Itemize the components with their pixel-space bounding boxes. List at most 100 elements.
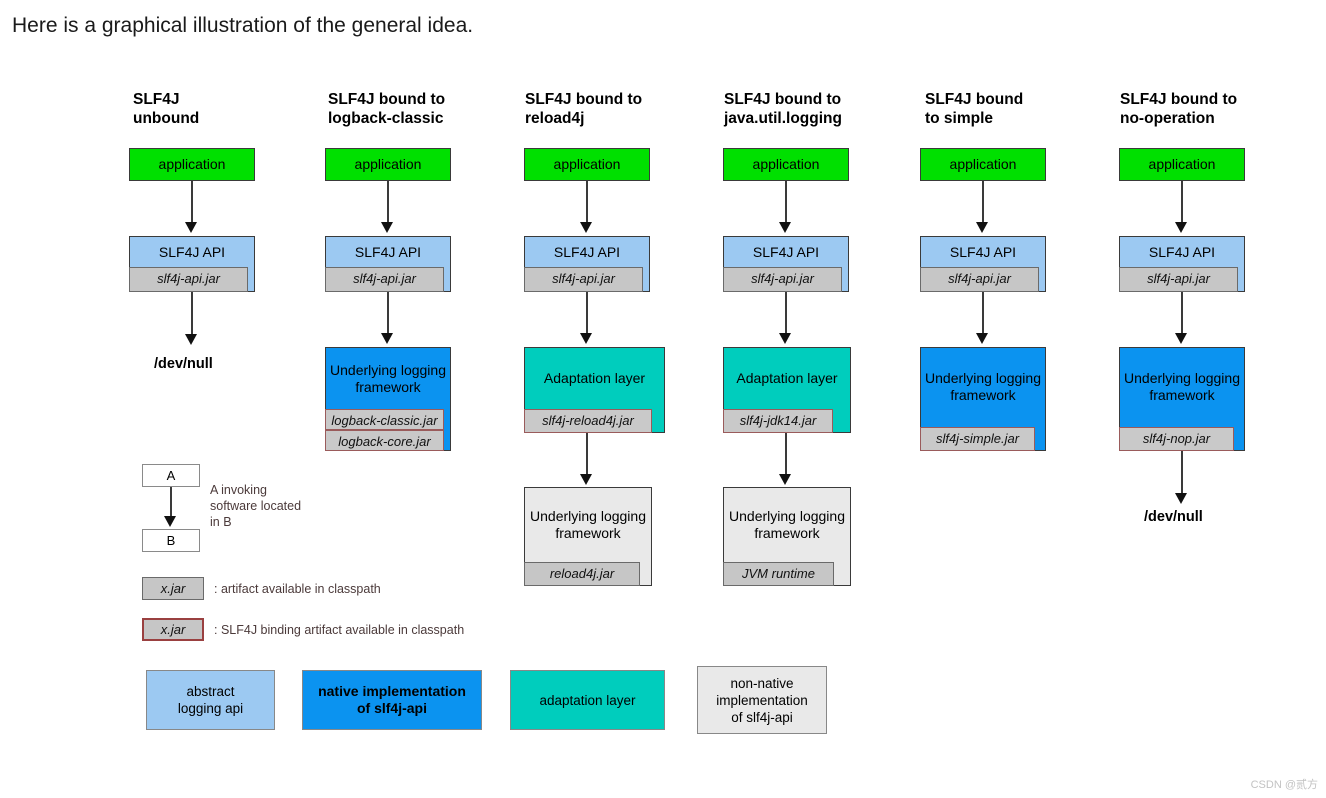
col1-api-box: SLF4J API slf4j-api.jar xyxy=(129,236,255,292)
col6-api-jar: slf4j-api.jar xyxy=(1119,267,1238,292)
col1-devnull-label: /dev/null xyxy=(154,356,213,372)
col4-application-box: application xyxy=(723,148,849,181)
col6-arrow-head-1 xyxy=(1175,222,1187,233)
col5-api-jar: slf4j-api.jar xyxy=(920,267,1039,292)
col3-arrow-line-2 xyxy=(586,292,588,336)
col2-impl-label: Underlying logging framework xyxy=(330,362,446,395)
legend-jar-sample: x.jar xyxy=(142,577,204,600)
col4-api-box: SLF4J API slf4j-api.jar xyxy=(723,236,849,292)
col4-under-box: Underlying logging framework JVM runtime xyxy=(723,487,851,586)
col2-api-jar: slf4j-api.jar xyxy=(325,267,444,292)
col2-api-box: SLF4J API slf4j-api.jar xyxy=(325,236,451,292)
legend-swatch-adaptation-layer-label: adaptation layer xyxy=(539,692,636,708)
col5-impl-label: Underlying logging framework xyxy=(925,370,1041,403)
col2-application-label: application xyxy=(354,156,422,172)
col4-application-label: application xyxy=(752,156,820,172)
intro-text: Here is a graphical illustration of the … xyxy=(12,14,474,37)
col1-arrow-head-1 xyxy=(185,222,197,233)
col4-arrow-line-2 xyxy=(785,292,787,336)
col4-arrow-line-3 xyxy=(785,433,787,477)
col3-adaptation-label: Adaptation layer xyxy=(543,369,646,386)
col3-arrow-head-2 xyxy=(580,333,592,344)
col4-adaptation-box: Adaptation layer slf4j-jdk14.jar xyxy=(723,347,851,433)
col1-application-label: application xyxy=(158,156,226,172)
col4-under-label: Underlying logging framework xyxy=(729,507,845,541)
col3-arrow-head-3 xyxy=(580,474,592,485)
col2-application-box: application xyxy=(325,148,451,181)
col1-arrow-line-1 xyxy=(191,181,193,225)
col6-arrow-line-1 xyxy=(1181,181,1183,225)
col6-impl-box: Underlying logging framework slf4j-nop.j… xyxy=(1119,347,1245,451)
col6-arrow-line-3 xyxy=(1181,451,1183,497)
col3-adaptation-jar: slf4j-reload4j.jar xyxy=(524,409,652,433)
legend-binding-jar-sample-label: x.jar xyxy=(160,622,186,637)
col3-api-jar: slf4j-api.jar xyxy=(524,267,643,292)
col5-impl-box: Underlying logging framework slf4j-simpl… xyxy=(920,347,1046,451)
col3-adaptation-box: Adaptation layer slf4j-reload4j.jar xyxy=(524,347,665,433)
col3-arrow-line-3 xyxy=(586,433,588,477)
col3-arrow-line-1 xyxy=(586,181,588,225)
col6-impl-jar: slf4j-nop.jar xyxy=(1119,427,1234,451)
legend-node-b-label: B xyxy=(166,533,176,548)
col6-api-label: SLF4J API xyxy=(1148,243,1216,260)
col1-application-box: application xyxy=(129,148,255,181)
col6-devnull-label: /dev/null xyxy=(1144,509,1203,525)
col3-under-jar: reload4j.jar xyxy=(524,562,640,586)
col5-arrow-line-2 xyxy=(982,292,984,336)
col3-api-label: SLF4J API xyxy=(553,243,621,260)
legend-arrow-line xyxy=(170,487,172,520)
col2-impl-box: Underlying logging framework logback-cla… xyxy=(325,347,451,451)
col4-arrow-head-2 xyxy=(779,333,791,344)
col3-api-box: SLF4J API slf4j-api.jar xyxy=(524,236,650,292)
col3-application-box: application xyxy=(524,148,650,181)
col2-arrow-line-1 xyxy=(387,181,389,225)
legend-arrow-head xyxy=(164,516,176,527)
col2-impl-jar-1: logback-classic.jar xyxy=(325,409,444,430)
col5-arrow-head-1 xyxy=(976,222,988,233)
legend-node-a-label: A xyxy=(166,468,176,483)
col4-api-label: SLF4J API xyxy=(752,243,820,260)
col6-application-box: application xyxy=(1119,148,1245,181)
legend-node-b: B xyxy=(142,529,200,552)
legend-swatch-adaptation-layer: adaptation layer xyxy=(510,670,665,730)
col5-application-box: application xyxy=(920,148,1046,181)
col4-under-jar: JVM runtime xyxy=(723,562,834,586)
col6-arrow-head-3 xyxy=(1175,493,1187,504)
col6-arrow-head-2 xyxy=(1175,333,1187,344)
col1-api-jar: slf4j-api.jar xyxy=(129,267,248,292)
col4-adaptation-label: Adaptation layer xyxy=(736,369,838,386)
col4-arrow-head-1 xyxy=(779,222,791,233)
col5-api-label: SLF4J API xyxy=(949,243,1017,260)
col4-arrow-head-3 xyxy=(779,474,791,485)
legend-jar-caption: : artifact available in classpath xyxy=(214,582,381,596)
legend-node-a: A xyxy=(142,464,200,487)
col4-api-jar: slf4j-api.jar xyxy=(723,267,842,292)
col1-api-label: SLF4J API xyxy=(158,243,226,260)
col5-api-box: SLF4J API slf4j-api.jar xyxy=(920,236,1046,292)
col6-application-label: application xyxy=(1148,156,1216,172)
col4-arrow-line-1 xyxy=(785,181,787,225)
col2-arrow-head-1 xyxy=(381,222,393,233)
col3-application-label: application xyxy=(553,156,621,172)
col4-adaptation-jar: slf4j-jdk14.jar xyxy=(723,409,833,433)
col5-impl-jar: slf4j-simple.jar xyxy=(920,427,1035,451)
legend-binding-jar-caption: : SLF4J binding artifact available in cl… xyxy=(214,623,465,637)
col5-application-label: application xyxy=(949,156,1017,172)
col1-arrow-head-2 xyxy=(185,334,197,345)
col5-arrow-head-2 xyxy=(976,333,988,344)
col2-arrow-line-2 xyxy=(387,292,389,336)
legend-jar-sample-label: x.jar xyxy=(160,581,186,596)
